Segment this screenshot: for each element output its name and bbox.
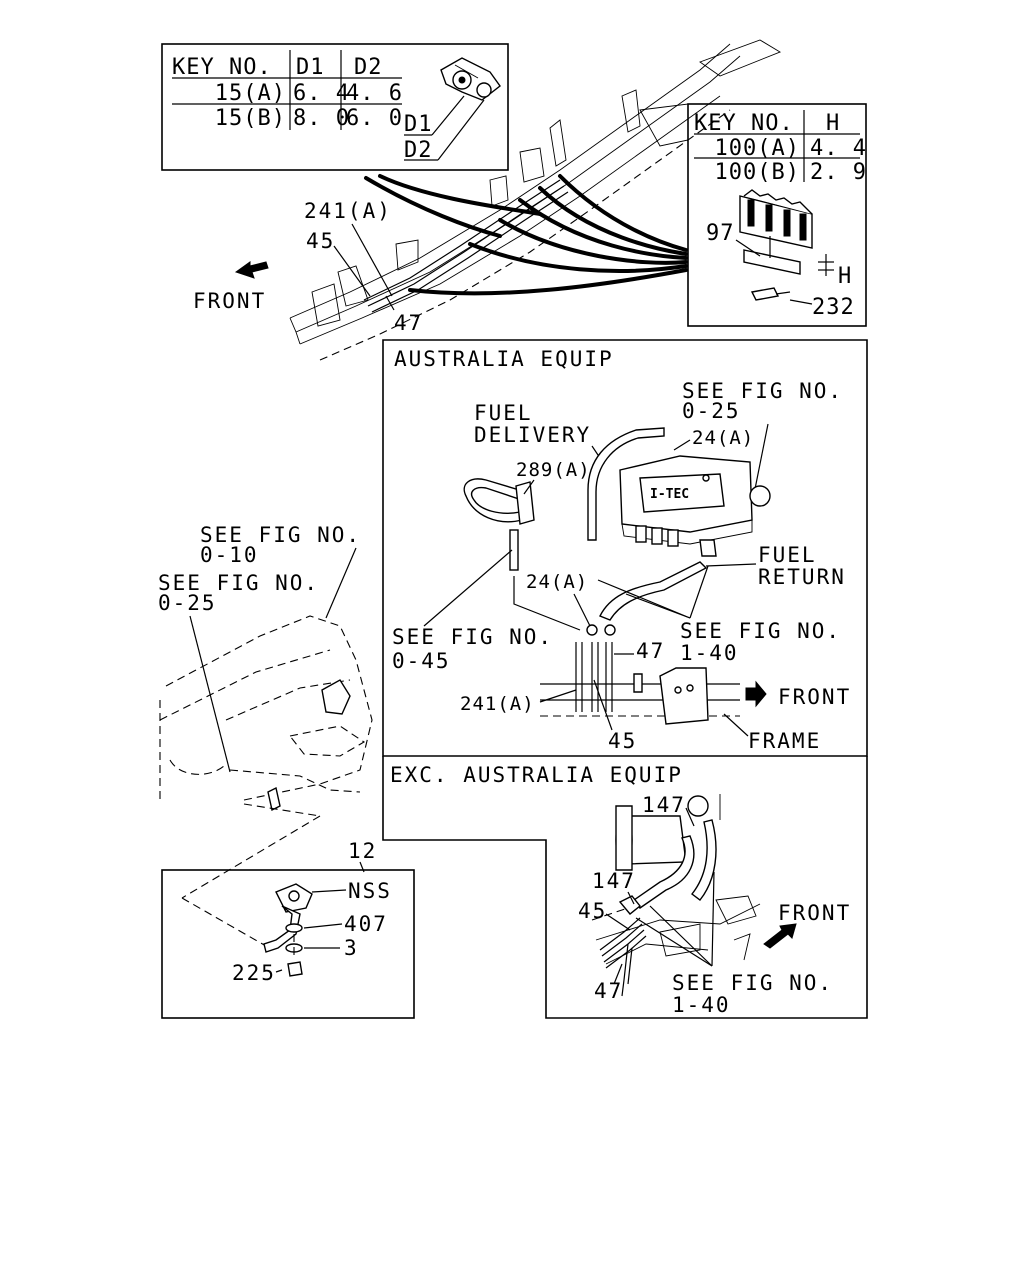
exc-see-fig-1: SEE FIG NO. xyxy=(672,971,833,995)
exc-australia-engine-drawing xyxy=(591,794,761,997)
bracket-parts-drawing xyxy=(263,883,313,977)
clip-table-row1-key: 15(A) xyxy=(215,81,286,106)
engine-see-fig-b-1: SEE FIG NO. xyxy=(158,571,319,595)
bracket-detail-panel: 12 NSS 407 3 225 xyxy=(161,839,415,1019)
clamp-part-232: 232 xyxy=(812,295,855,320)
engine-see-fig-b-2: 0-25 xyxy=(158,591,217,615)
front-arrow-icon xyxy=(234,261,269,279)
itec-brand-label: I-TEC xyxy=(650,487,689,502)
main-front-label: FRONT xyxy=(193,289,266,313)
clamp-table-row1-key: 100(A) xyxy=(715,136,800,161)
engine-see-fig-a-1: SEE FIG NO. xyxy=(200,523,361,547)
australia-equip-panel: AUSTRALIA EQUIP SEE FIG NO. 0-25 FUEL DE… xyxy=(382,339,868,757)
detail-part-3: 3 xyxy=(344,936,359,960)
australia-part-24a-top: 24(A) xyxy=(692,427,754,449)
australia-fuel-return-1: FUEL xyxy=(758,543,817,567)
detail-part-nss: NSS xyxy=(348,879,392,903)
clamp-table-row1-h: 4. 4 xyxy=(810,136,867,161)
detail-part-407: 407 xyxy=(344,912,388,936)
engine-see-fig-a-2: 0-10 xyxy=(200,543,259,567)
exc-australia-equip-panel: EXC. AUSTRALIA EQUIP 147 147 xyxy=(382,756,868,1019)
clip-table-row2-d2: 6. 0 xyxy=(346,106,403,131)
clamp-dim-label-h: H xyxy=(838,264,852,289)
injection-pump-drawing xyxy=(619,455,771,557)
main-label-45: 45 xyxy=(306,229,335,253)
detail-part-225: 225 xyxy=(232,961,276,985)
clip-table-row2-d1: 8. 0 xyxy=(293,106,350,131)
australia-see-fig-left-1: SEE FIG NO. xyxy=(392,625,553,649)
clamp-table-row2-key: 100(B) xyxy=(715,160,800,185)
australia-fuel-delivery-2: DELIVERY xyxy=(474,423,591,447)
australia-see-fig-top-1: SEE FIG NO. xyxy=(682,379,843,403)
australia-see-fig-left-2: 0-45 xyxy=(392,649,451,673)
clamp-height-panel: KEY NO. H 100(A) 4. 4 100(B) 2. 9 97 232… xyxy=(687,103,867,327)
clamp-table-header-h: H xyxy=(826,111,840,136)
clip-dim-label-d1: D1 xyxy=(404,112,433,137)
australia-part-24a-bottom: 24(A) xyxy=(526,571,588,593)
clamp-table-header-key: KEY NO. xyxy=(694,111,794,136)
clip-table-row1-d2: 4. 6 xyxy=(346,81,403,106)
frame-rail-drawing xyxy=(540,667,740,725)
band-clamp-drawing xyxy=(463,478,535,525)
engine-drawing: SEE FIG NO. 0-10 SEE FIG NO. 0-25 xyxy=(158,523,373,812)
exc-part-147-top: 147 xyxy=(642,793,686,817)
exc-australia-title: EXC. AUSTRALIA EQUIP xyxy=(390,763,683,787)
clip-table-row2-key: 15(B) xyxy=(215,106,286,131)
australia-part-289a: 289(A) xyxy=(516,459,591,481)
clamp-part-97: 97 xyxy=(706,221,735,246)
chassis-frame-drawing xyxy=(289,39,782,361)
exc-part-45: 45 xyxy=(578,899,607,923)
clamp-part-drawing xyxy=(739,189,813,301)
australia-fuel-delivery-1: FUEL xyxy=(474,401,533,425)
australia-front-label: FRONT xyxy=(778,685,851,709)
australia-fuel-return-2: RETURN xyxy=(758,565,846,589)
clamp-table-row2-h: 2. 9 xyxy=(810,160,867,185)
australia-frame-label: FRAME xyxy=(748,729,821,753)
australia-part-241a: 241(A) xyxy=(460,693,535,715)
australia-part-47: 47 xyxy=(636,639,665,663)
clip-dimension-panel: KEY NO. D1 D2 15(A) 6. 4 4. 6 15(B) 8. 0… xyxy=(161,43,509,171)
detail-callout-12: 12 xyxy=(348,839,377,863)
main-label-47: 47 xyxy=(394,311,423,335)
exc-see-fig-2: 1-40 xyxy=(672,993,731,1017)
australia-part-45: 45 xyxy=(608,729,637,753)
clip-part-drawing xyxy=(440,57,501,101)
clip-table-header-key: KEY NO. xyxy=(172,55,272,80)
clip-table-header-d1: D1 xyxy=(296,55,325,80)
exc-part-47: 47 xyxy=(594,979,623,1003)
australia-see-fig-top-2: 0-25 xyxy=(682,399,741,423)
exc-front-label: FRONT xyxy=(778,901,851,925)
clip-table-header-d2: D2 xyxy=(354,55,383,80)
australia-title: AUSTRALIA EQUIP xyxy=(394,347,614,371)
main-label-241a: 241(A) xyxy=(304,199,392,223)
australia-see-fig-right-2: 1-40 xyxy=(680,641,739,665)
clip-table-row1-d1: 6. 4 xyxy=(293,81,350,106)
australia-see-fig-right-1: SEE FIG NO. xyxy=(680,619,841,643)
clip-dim-label-d2: D2 xyxy=(404,138,433,163)
exc-front-arrow-icon xyxy=(763,923,797,949)
exc-part-147-mid: 147 xyxy=(592,869,636,893)
australia-front-arrow-icon xyxy=(745,680,767,708)
